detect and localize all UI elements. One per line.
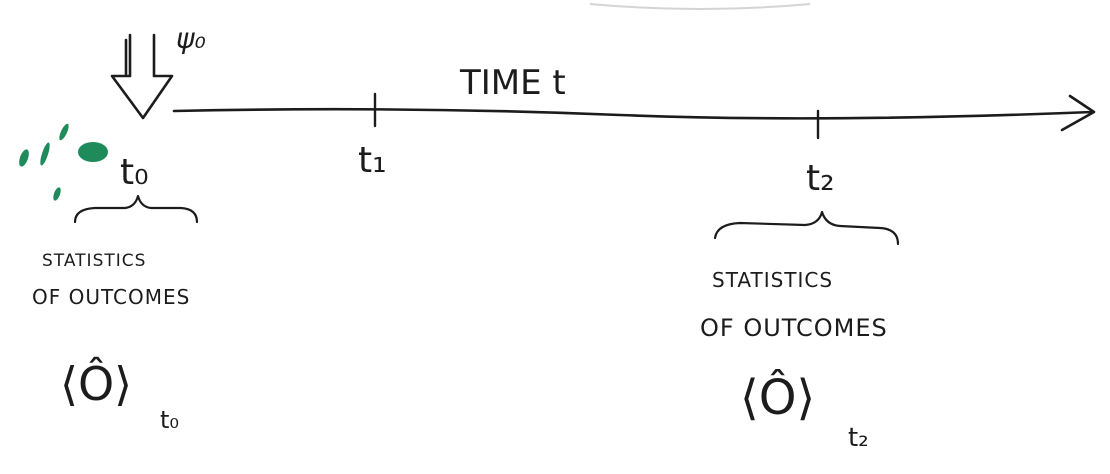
expectation-subscript-left: t₀ [160, 406, 179, 434]
time-axis-line [172, 107, 1094, 120]
background-smudge [589, 3, 811, 10]
outcomes-label-left: OF OUTCOMES [32, 285, 190, 309]
tick-label-t1: t₁ [358, 140, 387, 181]
time-axis-arrowhead [1060, 94, 1096, 132]
expectation-left: ⟨Ô⟩ [60, 356, 132, 411]
psi-zero-label: ψ₀ [176, 22, 206, 55]
expectation-right: ⟨Ô⟩ [740, 369, 815, 426]
outcomes-label-right: OF OUTCOMES [700, 314, 888, 342]
expectation-subscript-right: t₂ [848, 423, 869, 453]
statistics-label-right: STATISTICS [712, 268, 833, 292]
brace-left [73, 194, 199, 224]
time-axis-label: TIME t [459, 63, 566, 103]
tick-label-t0: t₀ [120, 152, 149, 193]
tick-label-t2: t₂ [806, 158, 835, 199]
initial-state-arrow [110, 33, 174, 120]
brace-right [713, 210, 900, 246]
statistics-label-left: STATISTICS [42, 251, 146, 271]
green-smudge [19, 123, 108, 201]
